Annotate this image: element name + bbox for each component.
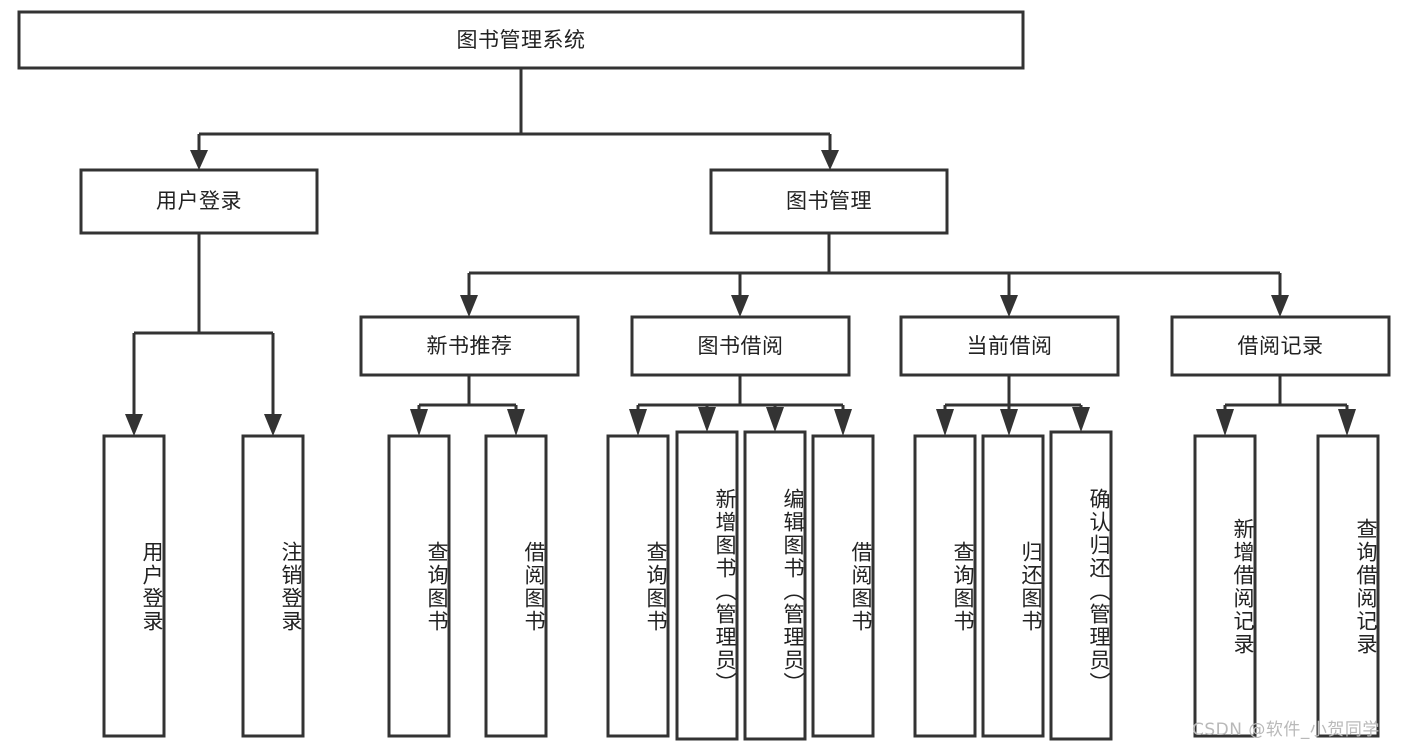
- arrow-head-leaf-borrow-book: [834, 409, 852, 436]
- connector-book-management-bus: [467, 233, 1282, 297]
- arrow-head-leaf-confirm-return: [1072, 407, 1090, 432]
- node-box-user-login[interactable]: [79, 168, 319, 235]
- node-box-leaf-logout[interactable]: [241, 434, 305, 738]
- arrow-head-leaf-borrow-book-new: [507, 409, 525, 436]
- node-box-leaf-query-record[interactable]: [1316, 434, 1380, 738]
- arrow-head-leaf-return-book: [1000, 409, 1018, 436]
- arrow-head-leaf-query-book-current: [936, 409, 954, 436]
- connector-current-borrow-bus: [943, 375, 1083, 414]
- node-box-leaf-query-book-current[interactable]: [913, 434, 977, 738]
- node-box-leaf-confirm-return[interactable]: [1049, 430, 1113, 741]
- connector-root-bus: [197, 68, 832, 152]
- node-box-leaf-borrow-book[interactable]: [811, 434, 875, 738]
- arrow-head-leaf-edit-book: [766, 407, 784, 432]
- connector-user-login-bus: [132, 233, 275, 416]
- node-box-leaf-add-record[interactable]: [1193, 434, 1257, 738]
- arrow-head-leaf-logout: [264, 414, 282, 436]
- node-box-root[interactable]: [17, 10, 1025, 70]
- arrow-head-leaf-add-record: [1216, 409, 1234, 436]
- node-box-leaf-add-book[interactable]: [675, 430, 739, 741]
- arrow-head-borrow-record: [1271, 295, 1289, 317]
- node-box-leaf-query-book-new[interactable]: [387, 434, 451, 738]
- node-box-new-book-recommend[interactable]: [359, 315, 580, 377]
- node-box-leaf-query-book-borrow[interactable]: [606, 434, 670, 738]
- arrow-head-leaf-add-book: [698, 407, 716, 432]
- connector-borrow-record-bus: [1223, 375, 1349, 414]
- node-box-leaf-borrow-book-new[interactable]: [484, 434, 548, 738]
- connector-book-borrow-bus: [636, 375, 845, 414]
- node-box-leaf-user-login[interactable]: [102, 434, 166, 738]
- node-box-leaf-edit-book[interactable]: [743, 430, 807, 741]
- arrow-head-leaf-query-book-new: [410, 409, 428, 436]
- arrow-head-book-management: [821, 150, 839, 170]
- connector-new-book-recommend-bus: [417, 375, 518, 414]
- arrow-head-leaf-query-record: [1338, 409, 1356, 436]
- arrow-head-leaf-query-book-borrow: [629, 409, 647, 436]
- node-box-borrow-record[interactable]: [1170, 315, 1391, 377]
- arrow-head-book-borrow: [731, 295, 749, 317]
- node-box-current-borrow[interactable]: [899, 315, 1120, 377]
- arrow-head-new-book-recommend: [460, 295, 478, 317]
- node-box-book-management[interactable]: [709, 168, 949, 235]
- node-box-book-borrow[interactable]: [630, 315, 851, 377]
- arrow-head-user-login: [190, 150, 208, 170]
- arrow-head-leaf-user-login: [125, 414, 143, 436]
- node-box-leaf-return-book[interactable]: [981, 434, 1045, 738]
- arrow-head-current-borrow: [1000, 295, 1018, 317]
- csdn-watermark: CSDN @软件_小贺同学: [1192, 720, 1380, 740]
